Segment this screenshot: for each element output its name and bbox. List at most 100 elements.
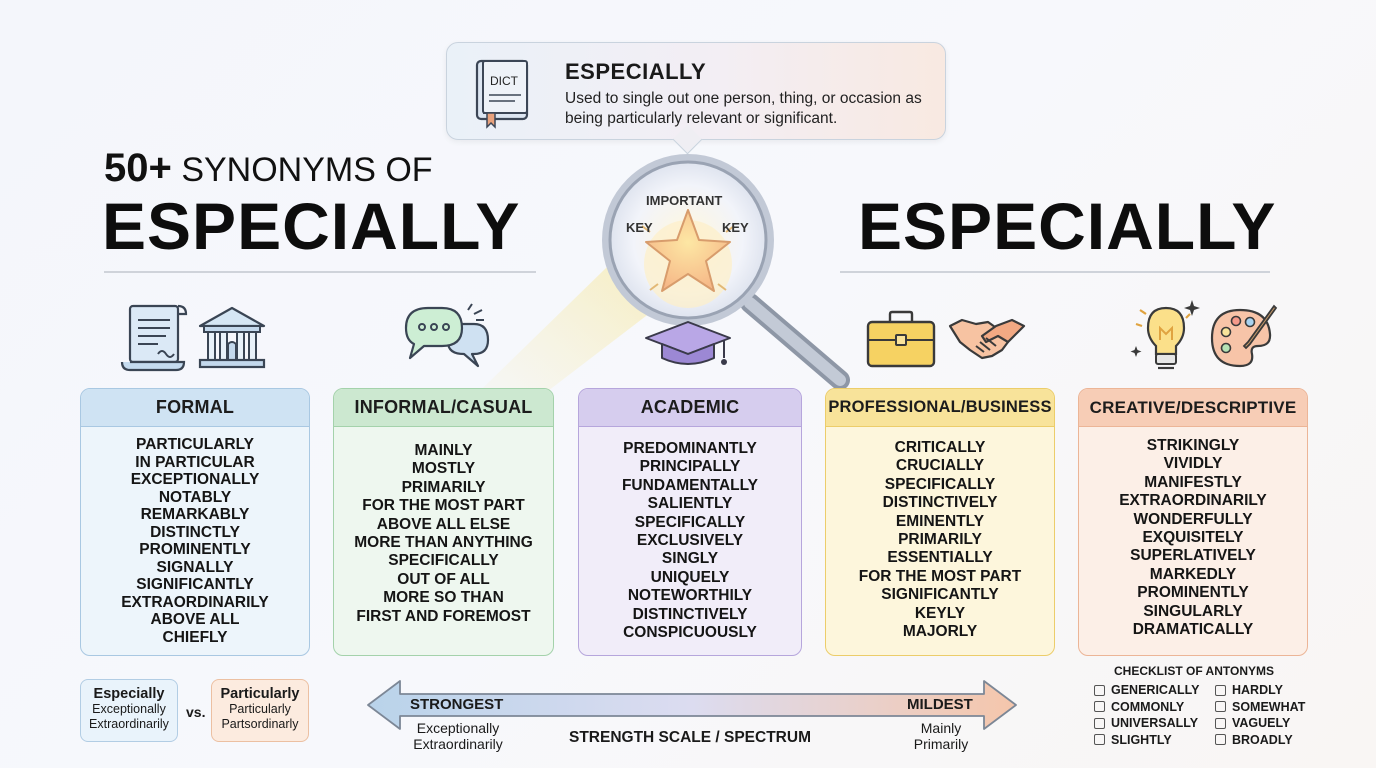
magnifier-left-label: KEY <box>626 220 653 235</box>
synonym-item: PARTICULARLY <box>136 436 254 453</box>
checkbox-icon[interactable] <box>1094 734 1105 746</box>
antonym-checkbox-item[interactable]: SOMEWHAT <box>1215 699 1305 716</box>
antonym-label: VAGUELY <box>1232 716 1291 731</box>
synonym-item: CHIEFLY <box>162 628 228 646</box>
compare-right-head: Particularly <box>220 686 300 702</box>
compare-right-sub2: Partsordinarly <box>221 717 299 731</box>
compare-right-card: Particularly Particularly Partsordinarly <box>211 679 309 742</box>
checkbox-icon[interactable] <box>1094 701 1105 713</box>
title-prefix: 50+ SYNONYMS OF <box>104 146 433 191</box>
dictionary-icon-label: DICT <box>490 74 519 88</box>
synonym-item: CONSPICUOUSLY <box>623 624 757 642</box>
synonym-item: EXQUISITELY <box>1142 529 1244 547</box>
title-prefix-text: SYNONYMS OF <box>181 151 433 189</box>
magnifier-top-label: IMPORTANT <box>646 193 723 208</box>
synonym-item: MAINLY <box>414 442 473 459</box>
synonym-item: UNIQUELY <box>650 568 730 586</box>
synonym-item: SPECIFICALLY <box>388 552 499 570</box>
antonym-checkbox-item[interactable]: SLIGHTLY <box>1094 732 1199 749</box>
paint-palette-icon <box>1210 304 1278 368</box>
scale-strong-example-1: Exceptionally <box>416 720 500 736</box>
checkbox-icon[interactable] <box>1215 734 1226 746</box>
antonym-label: HARDLY <box>1232 683 1283 698</box>
title-left-rule <box>104 271 536 273</box>
synonym-item: NOTABLY <box>158 488 232 506</box>
compare-vs: vs. <box>186 704 206 720</box>
synonym-item: IN PARTICULAR <box>135 453 255 471</box>
synonym-item: SINGULARLY <box>1143 602 1243 620</box>
checkbox-icon[interactable] <box>1215 701 1226 713</box>
synonym-item: ABOVE ALL ELSE <box>376 515 511 533</box>
scale-strong-example-2: Extraordinarily <box>413 736 503 752</box>
handshake-icon <box>948 318 1026 360</box>
scale-mildest-label: MILDEST <box>907 696 973 713</box>
synonym-item: MORE THAN ANYTHING <box>354 534 533 552</box>
synonym-item: FIRST AND FOREMOST <box>356 607 531 625</box>
synonym-item: DISTINCTLY <box>150 523 240 541</box>
graduation-cap-icon <box>645 321 731 365</box>
synonym-item: OUT OF ALL <box>397 570 490 588</box>
antonym-checkbox-item[interactable]: VAGUELY <box>1215 715 1305 732</box>
scale-mild-examples: Mainly Primarily <box>900 720 982 752</box>
synonym-item: FOR THE MOST PART <box>362 497 525 515</box>
synonym-item: EXTRAORDINARILY <box>1119 492 1267 510</box>
synonym-item: REMARKABLY <box>140 506 250 523</box>
scale-strongest-label: STRONGEST <box>410 696 504 713</box>
synonym-item: PRINCIPALLY <box>639 458 741 476</box>
synonym-item: MANIFESTLY <box>1144 473 1242 491</box>
synonym-item: PROMINENTLY <box>139 541 251 558</box>
synonym-item: EXCEPTIONALLY <box>130 471 260 488</box>
magnifier-right-label: KEY <box>722 220 749 235</box>
synonym-item: MORE SO THAN <box>383 589 504 607</box>
title-count: 50+ <box>104 146 172 190</box>
synonym-item: MAJORLY <box>902 623 978 641</box>
antonym-checkbox-item[interactable]: UNIVERSALLY <box>1094 715 1199 732</box>
synonym-item: WONDERFULLY <box>1133 510 1253 528</box>
synonym-item: SALIENTLY <box>647 495 733 513</box>
synonym-item: PRIMARILY <box>898 531 982 549</box>
category-creative-header: CREATIVE/DESCRIPTIVE <box>1079 389 1307 427</box>
title-right-rule <box>840 271 1270 273</box>
synonym-item: SPECIFICALLY <box>884 475 996 493</box>
checkbox-icon[interactable] <box>1215 717 1226 729</box>
synonym-item: ESSENTIALLY <box>887 549 993 567</box>
antonym-checkbox-item[interactable]: COMMONLY <box>1094 699 1199 716</box>
category-professional-header: PROFESSIONAL/BUSINESS <box>826 389 1054 427</box>
synonym-item: ABOVE ALL <box>150 611 240 628</box>
antonym-label: COMMONLY <box>1111 699 1185 714</box>
dictionary-book-icon: DICT <box>475 59 529 129</box>
definition-card: DICT ESPECIALLY Used to single out one p… <box>446 42 946 140</box>
synonym-item: PREDOMINANTLY <box>623 440 757 457</box>
synonym-item: VIVIDLY <box>1163 455 1223 473</box>
synonym-item: KEYLY <box>914 604 966 622</box>
synonym-item: FUNDAMENTALLY <box>621 476 759 494</box>
checkbox-icon[interactable] <box>1215 684 1226 696</box>
briefcase-icon <box>866 310 936 368</box>
checkbox-icon[interactable] <box>1094 684 1105 696</box>
synonym-item: STRIKINGLY <box>1146 437 1240 454</box>
antonym-checkbox-item[interactable]: GENERICALLY <box>1094 682 1199 699</box>
checkbox-icon[interactable] <box>1094 717 1105 729</box>
antonym-checkbox-item[interactable]: HARDLY <box>1215 682 1305 699</box>
definition-text: Used to single out one person, thing, or… <box>565 90 922 127</box>
title-main-word: ESPECIALLY <box>102 189 521 263</box>
category-informal-header: INFORMAL/CASUAL <box>334 389 553 427</box>
synonym-item: EMINENTLY <box>895 512 985 530</box>
antonym-checkbox-item[interactable]: BROADLY <box>1215 732 1305 749</box>
synonym-item: EXTRAORDINARILY <box>121 593 269 611</box>
synonym-item: SPECIFICALLY <box>634 513 746 531</box>
title-right-word: ESPECIALLY <box>858 189 1277 263</box>
antonyms-title: CHECKLIST OF ANTONYMS <box>1114 664 1275 678</box>
synonym-item: SIGNIFICANTLY <box>881 586 999 604</box>
antonym-label: SOMEWHAT <box>1232 699 1306 714</box>
antonym-label: GENERICALLY <box>1111 683 1200 698</box>
